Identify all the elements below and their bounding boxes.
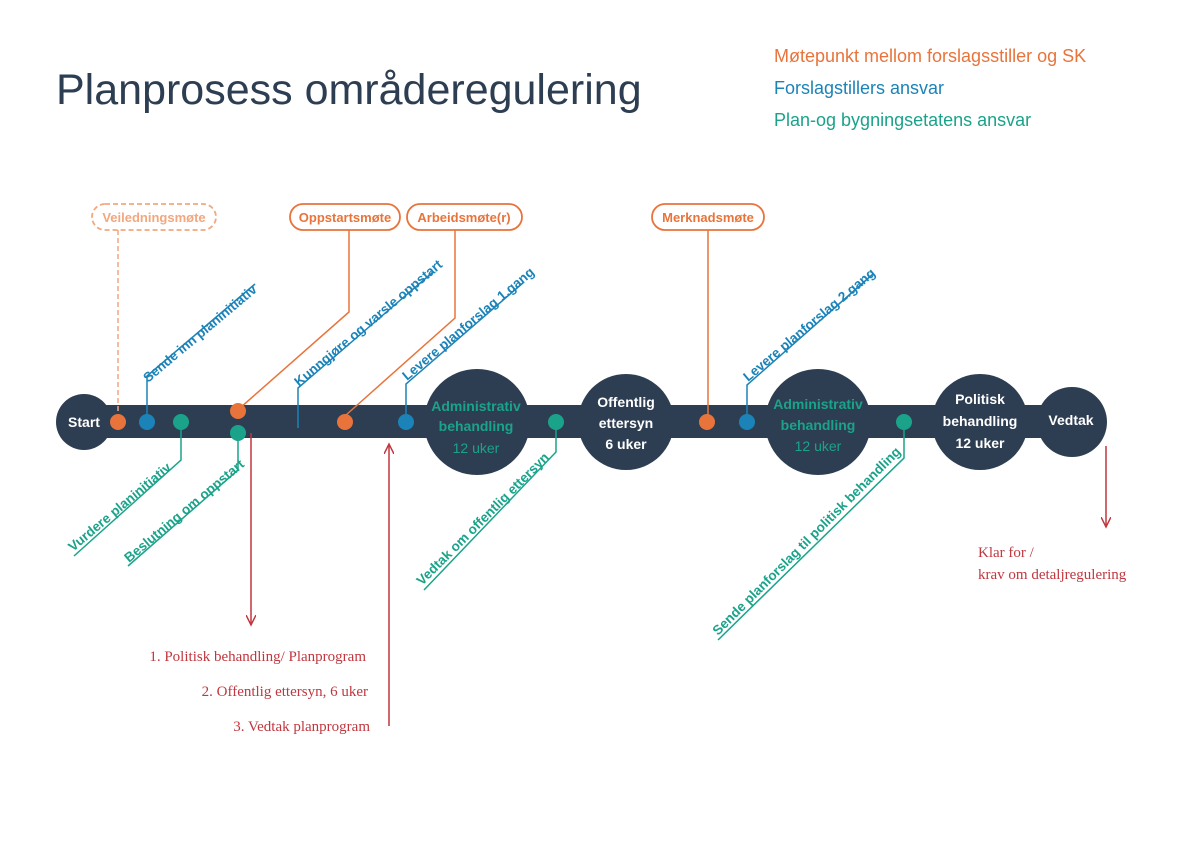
public-hearing-node (578, 374, 674, 470)
dot-beslutning (230, 425, 246, 441)
dot-vurdere (173, 414, 189, 430)
arbeid-box (406, 203, 523, 231)
political-line-1: Politisk (955, 391, 1005, 407)
admin-1-line-3: 12 uker (453, 440, 500, 456)
veiledning-box (91, 203, 217, 231)
meeting-veiledning: Veiledningsmøte (91, 203, 217, 414)
oppstart-label: Oppstartsmøte (299, 210, 391, 225)
vedtak-label: Vedtak (1048, 412, 1093, 428)
planprogram-notes: 1. Politisk behandling/ Planprogram 2. O… (149, 649, 370, 735)
legend-agency: Plan-og bygningsetatens ansvar (774, 110, 1031, 130)
sende-inn-connector (146, 283, 256, 414)
political-line-2: behandling (943, 413, 1018, 429)
page-title: Planprosess områderegulering (56, 66, 642, 114)
kunngjore-connector (297, 271, 434, 428)
note-planprogram-2: 2. Offentlig ettersyn, 6 uker (202, 684, 368, 700)
oppstart-box (289, 203, 401, 231)
meeting-oppstart: Oppstartsmøte (239, 203, 401, 409)
hearing-line-1: Offentlig (597, 394, 655, 410)
step-levere2: Levere planforslag 2.gang (740, 265, 878, 384)
dot-merknad (699, 414, 715, 430)
veiledning-label: Veiledningsmøte (102, 210, 205, 225)
oppstart-connector (239, 230, 350, 409)
levere2-connector (746, 273, 874, 414)
admin-1-line-1: Administrativ (431, 398, 521, 414)
admin-1-line-2: behandling (439, 418, 514, 434)
merknad-label: Merknadsmøte (662, 210, 754, 225)
admin-treatment-2-node (765, 369, 871, 475)
note-planprogram-3: 3. Vedtak planprogram (233, 719, 370, 735)
vedtak-node (1037, 387, 1107, 457)
dot-levere1 (398, 414, 414, 430)
sende-politisk-connector (717, 424, 905, 641)
dot-vedtak-ettersyn (548, 414, 564, 430)
arbeid-label: Arbeidsmøte(r) (417, 210, 510, 225)
hearing-line-2: ettersyn (599, 415, 653, 431)
admin-2-line-2: behandling (781, 417, 856, 433)
dot-arbeid (337, 414, 353, 430)
hearing-line-3: 6 uker (605, 436, 647, 452)
meeting-arbeid: Arbeidsmøte(r) (345, 203, 523, 416)
start-label: Start (68, 414, 100, 430)
political-line-3: 12 uker (955, 435, 1005, 451)
vurdere-connector (73, 424, 182, 557)
admin-treatment-1-node (424, 369, 530, 475)
political-treatment-node (932, 374, 1028, 470)
levere1-connector (405, 281, 525, 414)
start-node (56, 394, 112, 450)
step-sende-inn: Sende inn planinitiativ (140, 281, 260, 385)
note-ready-1: Klar for / (978, 545, 1035, 561)
beslutning-connector (127, 434, 239, 567)
meeting-merknad: Merknadsmøte (651, 203, 765, 415)
legend-meeting: Møtepunkt mellom forslagsstiller og SK (774, 46, 1086, 66)
dot-levere2 (739, 414, 755, 430)
dot-sende-politisk (896, 414, 912, 430)
step-beslutning: Beslutning om oppstart (121, 456, 247, 565)
dot-veiledning (110, 414, 126, 430)
admin-2-line-3: 12 uker (795, 438, 842, 454)
legend: Møtepunkt mellom forslagsstiller og SK F… (774, 46, 1086, 130)
admin-2-line-1: Administrativ (773, 396, 863, 412)
note-ready-2: krav om detaljregulering (978, 567, 1127, 583)
legend-proposer: Forslagstillers ansvar (774, 78, 944, 98)
vedtak-ettersyn-connector (423, 424, 557, 591)
arbeid-connector (345, 230, 456, 416)
dot-sende-inn (139, 414, 155, 430)
ready-note: Klar for / krav om detaljregulering (978, 545, 1127, 583)
note-planprogram-1: 1. Politisk behandling/ Planprogram (149, 649, 366, 665)
dot-oppstart (230, 403, 246, 419)
